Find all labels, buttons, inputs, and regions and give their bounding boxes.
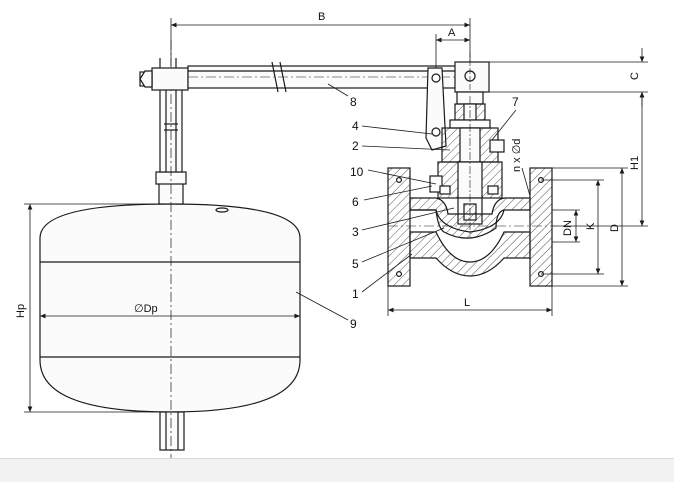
callout-leaders [295, 83, 517, 321]
dim-hp: Hp [15, 304, 27, 318]
dim-a: A [448, 27, 456, 39]
callout-1: 1 [352, 287, 359, 301]
valve-body [387, 167, 553, 287]
callout-5: 5 [352, 257, 359, 271]
callout-8: 8 [350, 95, 357, 109]
callout-2: 2 [352, 139, 359, 153]
dim-b: B [318, 11, 325, 23]
dim-dn: DN [562, 220, 574, 236]
dim-d: D [609, 224, 621, 232]
callout-10: 10 [350, 165, 364, 179]
bottom-strip [0, 458, 674, 482]
valve-actuator [429, 91, 505, 238]
dim-c: C [629, 72, 641, 80]
dim-dp: ∅Dp [134, 303, 158, 315]
dimension-labels: B A C H1 Hp ∅Dp L DN K D n x ∅d [15, 11, 641, 318]
callout-4: 4 [352, 119, 359, 133]
expansion-tank [39, 203, 301, 451]
callout-numbers: 1 2 3 4 5 6 7 8 9 10 [350, 95, 519, 331]
dim-h1: H1 [629, 156, 641, 170]
riser-clamp [139, 58, 189, 91]
callout-7: 7 [512, 95, 519, 109]
dimension-lines [24, 18, 648, 413]
callout-3: 3 [352, 225, 359, 239]
lever-arm [187, 61, 459, 93]
linkage-plate [425, 67, 447, 151]
dim-k: K [585, 222, 597, 230]
callout-9: 9 [350, 317, 357, 331]
callout-6: 6 [352, 195, 359, 209]
dim-l: L [464, 297, 470, 309]
dim-bolts: n x ∅d [511, 139, 523, 172]
